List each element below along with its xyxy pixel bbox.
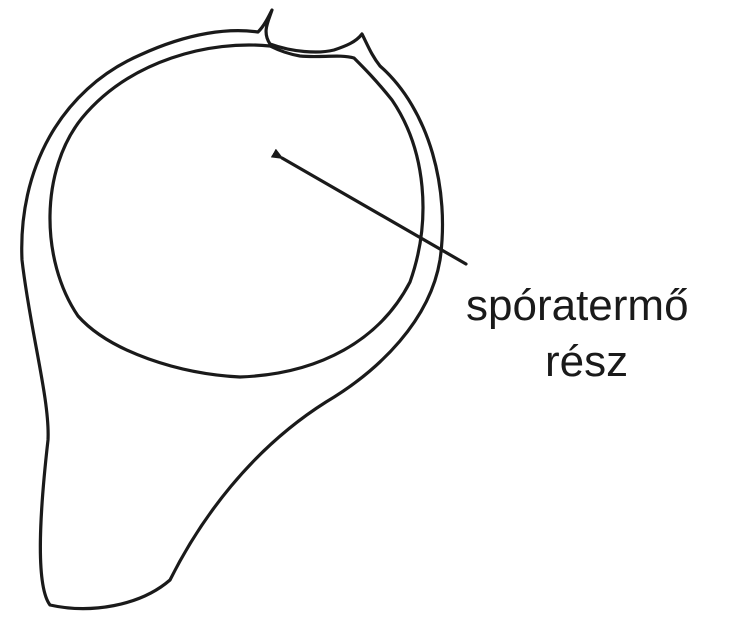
label-line-2: rész [545, 340, 628, 384]
label-line-1: spóratermő [466, 284, 689, 328]
outer-wall-outline [22, 10, 443, 609]
spore-bearing-sphere-outline [50, 45, 423, 377]
